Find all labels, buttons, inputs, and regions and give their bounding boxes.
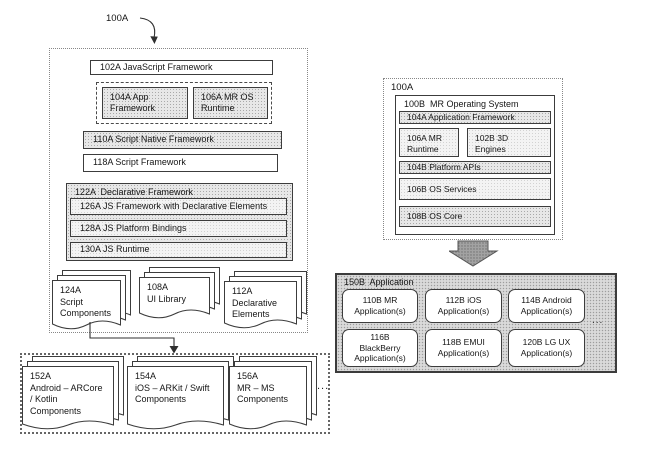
box-mr-runtime: 106A MR Runtime bbox=[399, 128, 459, 157]
doc-stack-declarative-elements: 112A Declarative Elements bbox=[224, 271, 308, 337]
doc-stack-ui-library: 108A UI Library bbox=[139, 267, 221, 327]
app-box-110b-mr: 110B MR Application(s) bbox=[342, 289, 418, 323]
connector-arrow-icon bbox=[89, 322, 179, 354]
ellipsis: ... bbox=[317, 380, 330, 392]
app-box-112b-ios: 112B iOS Application(s) bbox=[425, 289, 502, 323]
doc-stack-label: 108A UI Library bbox=[147, 282, 187, 304]
declarative-framework-title: 122A Declarative Framework bbox=[75, 187, 194, 197]
app-box-118b-emui: 118B EMUI Application(s) bbox=[425, 329, 502, 367]
document-stack-icon bbox=[229, 356, 317, 430]
app-box-116b-blackberry: 116B BlackBerry Application(s) bbox=[342, 329, 418, 367]
box-javascript-framework: 102A JavaScript Framework bbox=[90, 60, 273, 75]
box-script-native-framework: 110A Script Native Framework bbox=[83, 131, 282, 149]
doc-stack-android-components: 152A Android – ARCore / Kotlin Component… bbox=[22, 356, 125, 433]
box-js-platform-bindings: 128A JS Platform Bindings bbox=[70, 220, 287, 237]
box-application-framework: 104A Application Framework bbox=[399, 111, 551, 124]
app-box-114b-android: 114B Android Application(s) bbox=[508, 289, 585, 323]
right-ref-label: 100A bbox=[391, 82, 414, 93]
down-arrow-icon bbox=[449, 240, 499, 267]
doc-stack-script-components: 124A Script Components bbox=[52, 270, 132, 340]
doc-stack-label: 152A Android – ARCore / Kotlin Component… bbox=[30, 371, 103, 417]
document-stack-icon bbox=[22, 356, 124, 430]
box-os-core: 108B OS Core bbox=[399, 206, 551, 227]
application-group-title: 150B Application bbox=[344, 277, 414, 287]
doc-stack-label: 154A iOS – ARKit / Swift Components bbox=[135, 371, 210, 405]
doc-stack-ios-components: 154A iOS – ARKit / Swift Components bbox=[127, 356, 235, 433]
doc-stack-label: 112A Declarative Elements bbox=[232, 286, 278, 320]
figure-ref-label: 100A bbox=[106, 13, 129, 24]
ref-arrow-icon bbox=[139, 17, 158, 44]
box-js-framework-declarative: 126A JS Framework with Declarative Eleme… bbox=[70, 198, 287, 215]
document-stack-icon bbox=[139, 267, 220, 319]
ellipsis: ... bbox=[592, 315, 604, 326]
doc-stack-label: 124A Script Components bbox=[60, 285, 112, 319]
doc-stack-label: 156A MR – MS Components bbox=[237, 371, 289, 405]
box-os-services: 106B OS Services bbox=[399, 178, 551, 200]
doc-stack-mr-components: 156A MR – MS Components bbox=[229, 356, 318, 433]
os-title: 100B MR Operating System bbox=[404, 99, 519, 109]
document-stack-icon bbox=[52, 270, 131, 330]
app-box-120b-lg-ux: 120B LG UX Application(s) bbox=[508, 329, 585, 367]
box-app-framework: 104A App Framework bbox=[102, 87, 188, 119]
box-3d-engines: 102B 3D Engines bbox=[467, 128, 551, 157]
document-stack-icon bbox=[224, 271, 307, 329]
box-mr-os-runtime: 106A MR OS Runtime bbox=[193, 87, 268, 119]
box-platform-apis: 104B Platform APIs bbox=[399, 161, 551, 174]
box-script-framework: 118A Script Framework bbox=[83, 154, 278, 172]
document-stack-icon bbox=[127, 356, 234, 430]
box-js-runtime: 130A JS Runtime bbox=[70, 242, 287, 258]
